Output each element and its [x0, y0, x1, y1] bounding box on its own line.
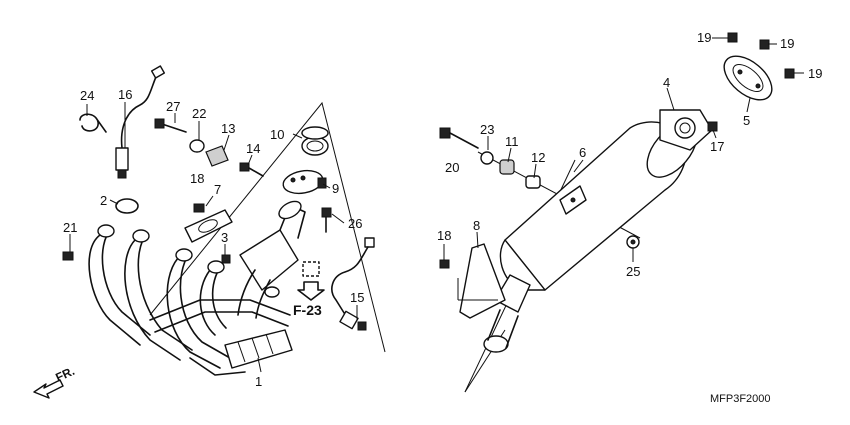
exhaust-clamp	[282, 169, 327, 195]
mount-bolt	[439, 127, 479, 149]
bracket	[184, 209, 233, 243]
f23-reference	[297, 261, 325, 301]
front-direction-marker: FR.	[33, 364, 77, 399]
callout-26: 26	[348, 216, 362, 231]
callout-14: 14	[246, 141, 260, 156]
bolt	[759, 39, 770, 50]
callout-12: 12	[531, 150, 545, 165]
callout-16: 16	[118, 87, 132, 102]
callout-13: 13	[221, 121, 235, 136]
catalyzer-pipe	[237, 200, 306, 319]
callout-8: 8	[473, 218, 480, 233]
bracket	[459, 243, 506, 319]
callout-2: 2	[100, 193, 107, 208]
callout-18-left: 18	[190, 171, 204, 186]
diagram-code: MFP3F2000	[710, 393, 771, 405]
callout-11: 11	[505, 134, 519, 149]
callout-15: 15	[350, 290, 364, 305]
rubber-mount	[205, 145, 229, 167]
callout-19-right: 19	[808, 66, 822, 81]
callout-20: 20	[445, 160, 459, 175]
bolt	[193, 203, 205, 213]
callout-3: 3	[221, 230, 228, 245]
callout-4: 4	[663, 75, 670, 90]
callout-labels: 1 2 3 4 5 6 7 8 9 10 11 12 13 14 15 16 1…	[63, 30, 822, 389]
callout-17: 17	[710, 139, 724, 154]
callout-21: 21	[63, 220, 77, 235]
callout-7: 7	[214, 182, 221, 197]
exhaust-header-pipes	[88, 224, 293, 376]
bolt	[439, 259, 450, 269]
washer	[480, 151, 494, 165]
gasket	[115, 198, 139, 214]
callout-19-middle: 19	[780, 36, 794, 51]
bolt	[62, 251, 74, 261]
gasket	[301, 126, 329, 156]
rubber-bushing	[499, 159, 515, 175]
bolt	[784, 68, 795, 79]
callout-23: 23	[480, 122, 494, 137]
bolt	[707, 121, 718, 132]
callout-18-right: 18	[437, 228, 451, 243]
bolt	[154, 118, 187, 133]
bolt	[727, 32, 738, 43]
bolt	[321, 207, 332, 233]
leader-lines	[69, 37, 804, 373]
oxygen-sensor	[115, 65, 166, 179]
callout-25: 25	[626, 264, 640, 279]
oxygen-sensor	[331, 237, 375, 331]
bolt	[239, 162, 264, 177]
callout-10: 10	[270, 127, 284, 142]
collar	[525, 175, 541, 189]
muffler	[483, 121, 698, 353]
callout-24: 24	[80, 88, 94, 103]
clamp	[79, 113, 107, 133]
front-marker-label: FR.	[53, 364, 76, 385]
callout-6: 6	[579, 145, 586, 160]
reference-label: F-23	[293, 302, 322, 318]
callout-22: 22	[192, 106, 206, 121]
callout-27: 27	[166, 99, 180, 114]
muffler-cap	[723, 55, 773, 101]
washer	[189, 139, 205, 153]
end-plate	[659, 109, 713, 151]
callout-5: 5	[743, 113, 750, 128]
callout-9: 9	[332, 181, 339, 196]
callout-1: 1	[255, 374, 262, 389]
nut	[221, 254, 231, 264]
callout-19-top: 19	[697, 30, 711, 45]
